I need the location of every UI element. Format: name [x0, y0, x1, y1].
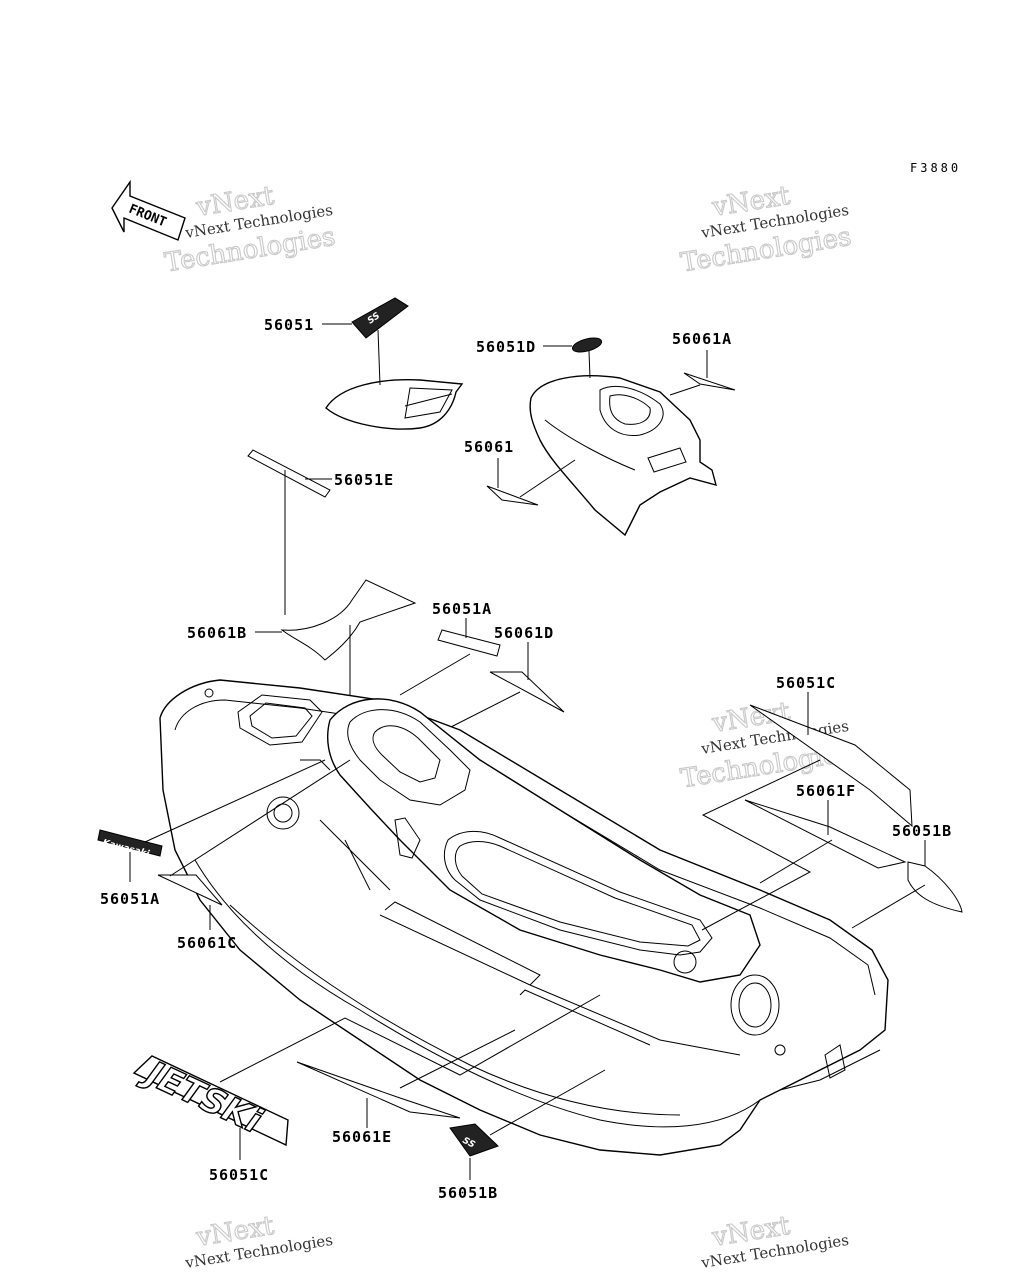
ss-emblem-top: SS [351, 297, 409, 339]
jetski-decal: JETSKi [132, 1051, 289, 1147]
ss-emblem-bottom: SS [449, 1123, 499, 1157]
swoosh-decal-56061b [280, 579, 417, 661]
figure-id: F3880 [910, 161, 961, 175]
label-56051a-left: 56051A [100, 890, 160, 908]
watercraft-hull [159, 679, 889, 1156]
jetski-decal-text: JETSKi [135, 1051, 269, 1142]
triangle-decal-56061a [683, 372, 736, 391]
label-56051b-bottom: 56051B [438, 1184, 498, 1202]
triangle-decal-56061d [489, 671, 565, 713]
label-56061f: 56061F [796, 782, 856, 800]
label-56051c-right: 56051C [776, 674, 836, 692]
tail-decal-56051b [907, 861, 963, 913]
oval-badge-56051d [571, 337, 603, 353]
label-56051c-bottom: 56051C [209, 1166, 269, 1184]
rear-seat-cover [325, 379, 464, 430]
front-hood [529, 375, 717, 537]
triangle-decal-56061c [157, 874, 223, 906]
label-56061: 56061 [464, 438, 514, 456]
label-56061a: 56061A [672, 330, 732, 348]
stripe-decal-56061f [744, 799, 907, 869]
label-56061b: 56061B [187, 624, 247, 642]
side-stripe-decal-56051c [749, 704, 913, 828]
front-arrow-icon: FRONT [111, 179, 186, 241]
rect-decal-56051a [437, 629, 501, 657]
label-56061c: 56061C [177, 934, 237, 952]
stripe-decal-56061e [296, 1061, 461, 1119]
label-56051d: 56051D [476, 338, 536, 356]
label-56061d: 56061D [494, 624, 554, 642]
label-56051a-top: 56051A [432, 600, 492, 618]
strip-decal-56051e [247, 449, 331, 498]
label-56051: 56051 [264, 316, 314, 334]
label-56051e: 56051E [334, 471, 394, 489]
label-56061e: 56061E [332, 1128, 392, 1146]
triangle-decal-56061 [486, 485, 539, 506]
part-labels: 56051 56051D 56061A 56061 56051E 56061B … [100, 316, 952, 1202]
label-56051b-right: 56051B [892, 822, 952, 840]
